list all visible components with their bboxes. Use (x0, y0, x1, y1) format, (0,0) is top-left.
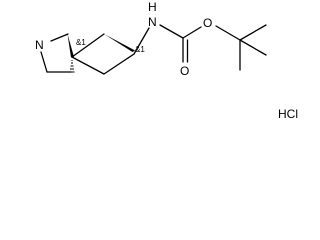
bond-n-ch2-top (50, 33, 69, 42)
salt-label-hcl: HCl (278, 107, 298, 121)
wedge-bond-cyclobutane-top (104, 34, 135, 52)
bond-ch-nh (133, 27, 150, 55)
pyrrolidine-ring (40, 33, 72, 73)
stereo-label-spiro: &1 (76, 38, 86, 47)
bond-carbonyl-ether-o (182, 26, 202, 39)
cyclobutane-ring (71, 33, 135, 75)
bond-spiro-ch2-top (71, 33, 105, 58)
atom-label-ether-o: O (203, 16, 212, 30)
bond-quaternary-methyl-top (239, 24, 267, 41)
bond-ch2-bottom-chnh (103, 53, 135, 75)
bond-ether-o-quaternary (215, 25, 241, 41)
bond-spiro-ch2-bottom (71, 56, 105, 75)
chemical-structure: N H N O O &1 &1 HCl (35, 0, 298, 121)
bond-quaternary-methyl-right (239, 39, 267, 56)
atom-label-ring-n: N (35, 38, 44, 52)
wedge-bond-spiro-top (67, 34, 74, 58)
carbamate-chain (133, 24, 267, 71)
bond-n-ch2-bottom (40, 51, 48, 73)
atom-label-amide-n: N (148, 15, 157, 29)
bond-nh-carbonyl (159, 24, 184, 39)
hash-bond-spiro-bottom (69, 60, 75, 73)
stereo-label-ring-carbon: &1 (135, 45, 145, 54)
atom-label-carbonyl-o: O (180, 64, 189, 78)
atom-label-amide-h: H (148, 0, 157, 14)
